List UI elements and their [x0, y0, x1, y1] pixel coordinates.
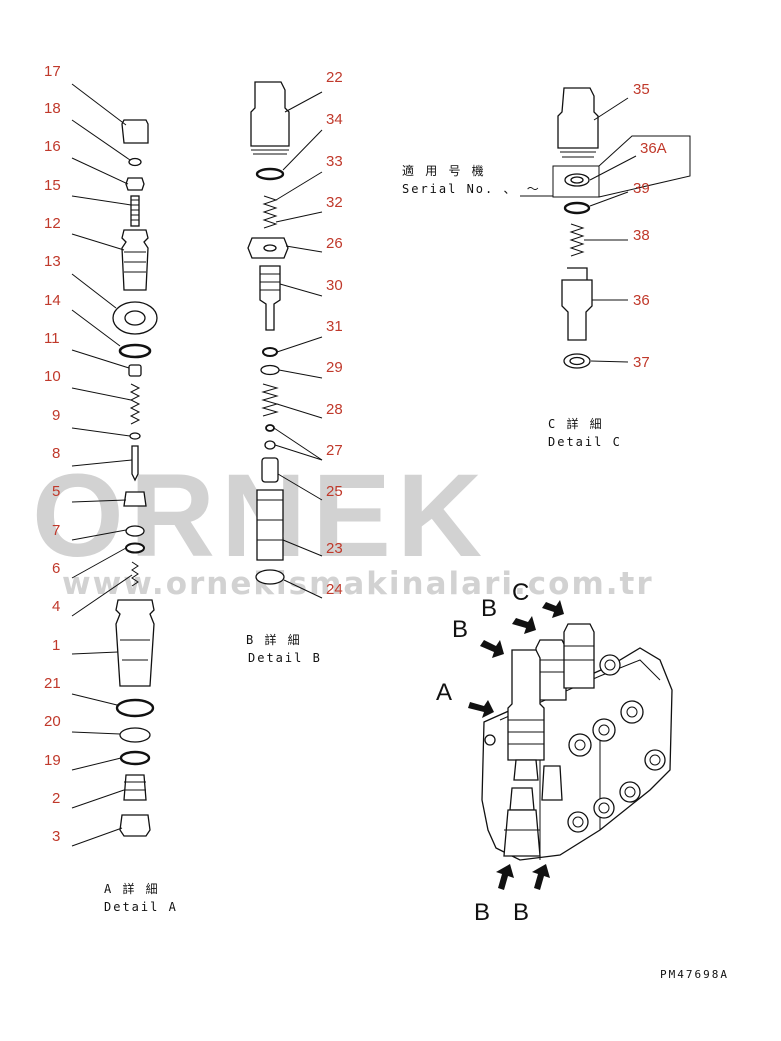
detail-c-labels: 35 36A 39 38 36 37 適 用 号 機 Serial No. 、 …	[402, 81, 667, 449]
part-label-19: 19	[44, 752, 61, 769]
part-label-31: 31	[326, 318, 343, 335]
serial-box-callout	[598, 135, 691, 198]
part-label-5: 5	[52, 483, 60, 500]
part-label-34: 34	[326, 111, 343, 128]
detail-a-leaders	[71, 83, 133, 847]
part-label-17: 17	[44, 63, 61, 80]
part-label-11: 11	[44, 330, 60, 347]
valve-assembly-view	[481, 623, 673, 861]
serial-box-small	[552, 165, 600, 198]
part-label-37: 37	[633, 354, 650, 371]
part-label-10: 10	[44, 368, 61, 385]
detail-b-labels: 22 34 33 32 26 30 31 29 28 27 25 23 24 B…	[246, 69, 343, 665]
assembly-arrows	[468, 600, 564, 890]
detail-a-labels: 17 18 16 15 12 13 14 11 10 9 8 5 7 6 4 1…	[44, 63, 178, 914]
part-label-27: 27	[326, 442, 343, 459]
view-label-b-bottom-left: B	[474, 899, 490, 926]
detail-a-parts	[112, 119, 158, 837]
part-label-7: 7	[52, 522, 60, 539]
detail-b-leaders	[273, 91, 323, 599]
detail-a-caption-en: Detail A	[104, 900, 178, 914]
part-label-9: 9	[52, 407, 60, 424]
part-label-38: 38	[633, 227, 650, 244]
view-label-c: C	[512, 579, 529, 606]
part-label-6: 6	[52, 560, 60, 577]
detail-b-caption-jp: B 詳 細	[246, 632, 302, 647]
part-label-21: 21	[44, 675, 61, 692]
drawing-code: PM47698A	[660, 968, 729, 981]
part-label-15: 15	[44, 177, 61, 194]
part-label-4: 4	[52, 598, 60, 615]
part-label-30: 30	[326, 277, 343, 294]
part-label-33: 33	[326, 153, 343, 170]
view-label-b-upper: B	[452, 616, 468, 643]
part-label-1: 1	[52, 637, 60, 654]
arrow-c	[512, 616, 536, 634]
watermark-url: www.orneki̇smaki̇nalari.com.tr	[62, 566, 654, 602]
detail-c-leaders	[520, 97, 691, 363]
part-label-28: 28	[326, 401, 343, 418]
part-label-39: 39	[633, 180, 650, 197]
arrow-b-bottom-right	[532, 864, 550, 890]
part-label-22: 22	[326, 69, 343, 86]
serial-label-en: Serial No. 、 ～	[402, 182, 541, 196]
part-label-32: 32	[326, 194, 343, 211]
part-label-29: 29	[326, 359, 343, 376]
detail-c-caption-en: Detail C	[548, 435, 622, 449]
part-label-20: 20	[44, 713, 61, 730]
part-label-25: 25	[326, 483, 343, 500]
assembly-letters: A B C B B B	[436, 579, 529, 926]
part-label-8: 8	[52, 445, 60, 462]
serial-label-jp: 適 用 号 機	[402, 163, 486, 178]
part-label-36: 36	[633, 292, 650, 309]
part-label-3: 3	[52, 828, 60, 845]
detail-c-parts	[557, 87, 599, 369]
part-label-2: 2	[52, 790, 60, 807]
part-label-24: 24	[326, 581, 343, 598]
arrow-a	[468, 700, 494, 718]
part-label-36a: 36A	[640, 140, 667, 157]
part-label-13: 13	[44, 253, 61, 270]
view-label-b-bottom-right: B	[513, 899, 529, 926]
detail-c-caption-jp: C 詳 細	[548, 416, 604, 431]
arrow-b-top	[542, 600, 564, 618]
part-label-16: 16	[44, 138, 61, 155]
part-label-12: 12	[44, 215, 61, 232]
part-label-35: 35	[633, 81, 650, 98]
arrow-b-bottom-left	[496, 864, 514, 890]
detail-a-caption-jp: A 詳 細	[104, 881, 160, 896]
part-label-18: 18	[44, 100, 61, 117]
part-label-23: 23	[326, 540, 343, 557]
arrow-b-upper	[480, 640, 504, 658]
view-label-b-top: B	[481, 595, 497, 622]
part-label-14: 14	[44, 292, 61, 309]
part-label-26: 26	[326, 235, 343, 252]
detail-b-caption-en: Detail B	[248, 651, 322, 665]
view-label-a: A	[436, 679, 452, 706]
